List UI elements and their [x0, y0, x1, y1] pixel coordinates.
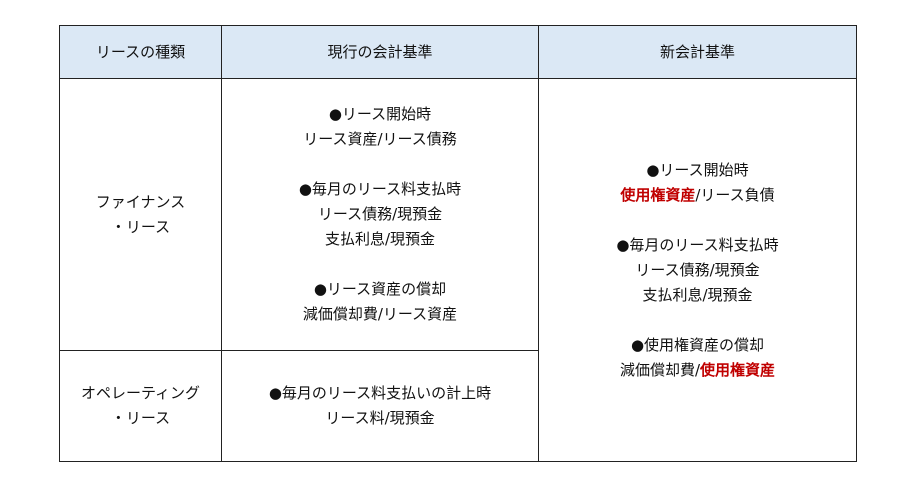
new-monthly-entry2: 支払利息/現預金: [642, 285, 753, 304]
new-depr-entry-prefix: 減価償却費/: [619, 360, 701, 379]
finance-label-line2: ・リース: [110, 217, 171, 236]
finance-lease-label: ファイナンス ・リース: [59, 78, 222, 351]
header-current-standard: 現行の会計基準: [221, 25, 539, 79]
new-depr-title: ●使用権資産の償却: [630, 335, 765, 354]
operating-lease-row: オペレーティング ・リース ●毎月のリース料支払いの計上時 リース料/現預金: [59, 350, 857, 462]
new-standard-cell: ●リース開始時 使用権資産/リース負債 ●毎月のリース料支払時 リース債務/現預…: [538, 78, 857, 462]
finance-monthly-title: ●毎月のリース料支払時: [298, 180, 462, 198]
finance-monthly-entry2: 支払利息/現預金: [324, 230, 436, 248]
finance-monthly-entry1: リース債務/現預金: [317, 205, 443, 223]
operating-lease-label: オペレーティング ・リース: [59, 350, 222, 462]
header-row: リースの種類 現行の会計基準 新会計基準: [59, 25, 857, 79]
operating-label-line1: オペレーティング: [80, 384, 201, 402]
finance-current-cell: ●リース開始時 リース資産/リース債務 ●毎月のリース料支払時 リース債務/現預…: [221, 78, 539, 351]
operating-title: ●毎月のリース料支払いの計上時: [268, 384, 492, 402]
finance-label-line1: ファイナンス: [95, 192, 186, 211]
header-lease-type: リースの種類: [59, 25, 222, 79]
operating-label-line2: ・リース: [110, 409, 171, 427]
new-monthly-entry1: リース債務/現預金: [635, 260, 760, 279]
finance-depr-entry: 減価償却費/リース資産: [302, 305, 458, 323]
header-new-standard: 新会計基準: [538, 25, 857, 79]
new-depr-entry: 減価償却費/使用権資産: [545, 358, 850, 383]
finance-start-entry: リース資産/リース債務: [303, 130, 457, 148]
new-start-entry: 使用権資産/リース負債: [545, 183, 850, 208]
finance-start-title: ●リース開始時: [328, 105, 432, 123]
operating-current-cell: ●毎月のリース料支払いの計上時 リース料/現預金: [221, 350, 539, 462]
finance-lease-row: ファイナンス ・リース ●リース開始時 リース資産/リース債務 ●毎月のリース料…: [59, 78, 857, 462]
lease-comparison-table: リースの種類 現行の会計基準 新会計基準 ファイナンス ・リース ●リース開始時…: [59, 25, 857, 462]
new-start-entry-rest: /リース負債: [695, 185, 775, 204]
operating-entry: リース料/現預金: [325, 409, 435, 427]
new-start-entry-highlight: 使用権資産: [620, 185, 696, 204]
new-start-title: ●リース開始時: [646, 160, 749, 179]
new-depr-entry-highlight: 使用権資産: [700, 360, 776, 379]
new-monthly-title: ●毎月のリース料支払時: [616, 235, 779, 254]
finance-depr-title: ●リース資産の償却: [313, 280, 447, 298]
